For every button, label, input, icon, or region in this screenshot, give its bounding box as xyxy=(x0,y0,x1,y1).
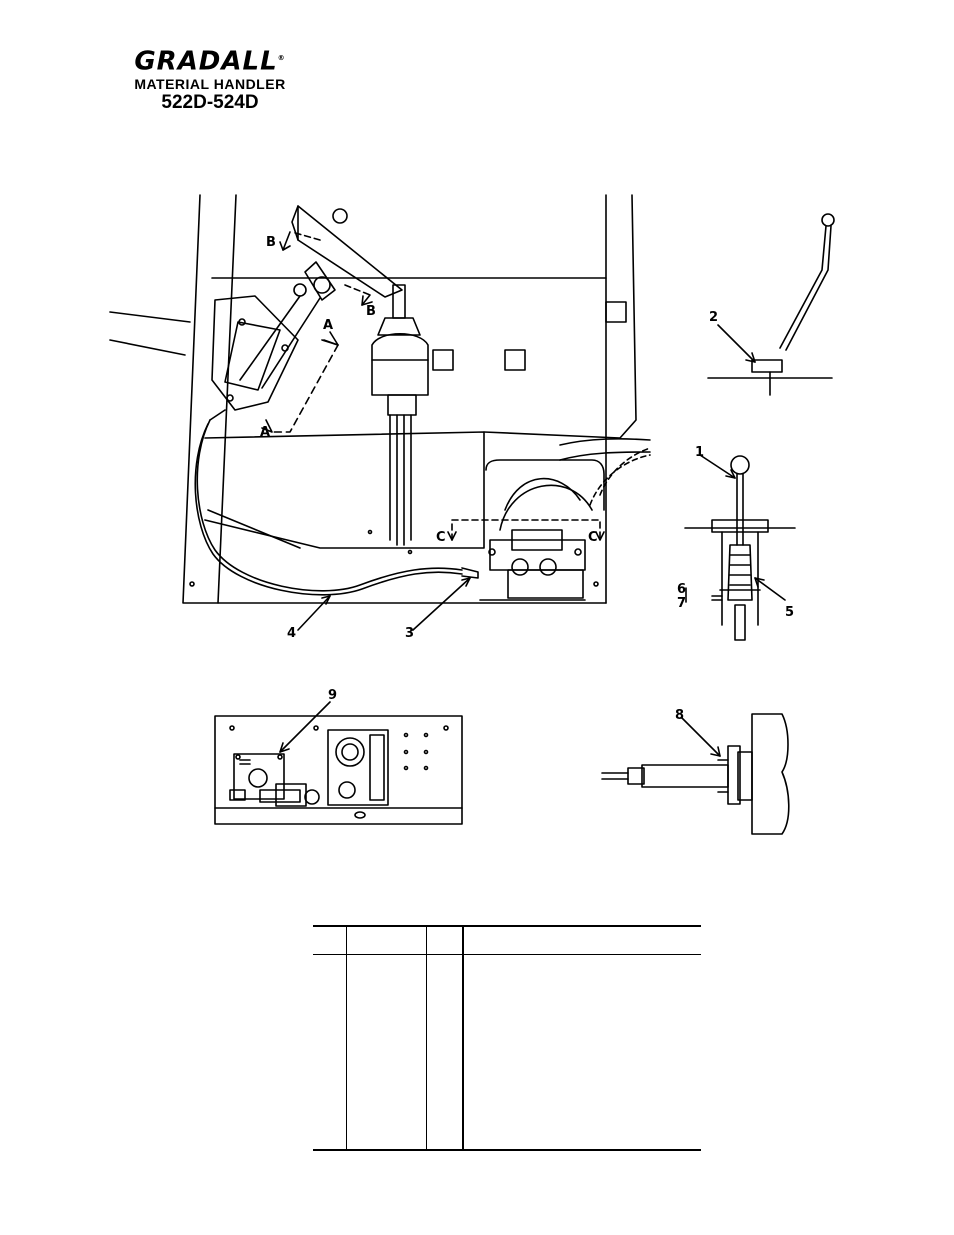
parts-table xyxy=(313,925,701,1151)
joystick-detail-view xyxy=(684,454,796,641)
section-label-c-right: C xyxy=(588,530,598,545)
parts-table-header-rule xyxy=(313,954,701,955)
section-label-b-lower: B xyxy=(366,304,376,319)
lever-detail-view xyxy=(707,213,835,396)
cab-main-view xyxy=(109,194,651,631)
callout-7: 7 xyxy=(677,596,687,611)
callout-9: 9 xyxy=(328,688,338,703)
section-label-a-upper: A xyxy=(323,318,334,333)
switch-detail-view xyxy=(601,713,790,835)
section-label-c-left: C xyxy=(436,530,446,545)
parts-table-column-divider xyxy=(346,927,347,1149)
switch-panel-view xyxy=(214,701,463,825)
document-header: GRADALL® MATERIAL HANDLER 522D-524D xyxy=(110,44,310,114)
brand-logo: GRADALL® xyxy=(134,46,286,77)
callout-3: 3 xyxy=(405,626,415,641)
section-label-a-lower: A xyxy=(260,425,271,440)
callout-1: 1 xyxy=(695,445,705,460)
model-number: 522D-524D xyxy=(161,91,259,113)
callout-4: 4 xyxy=(287,626,297,641)
parts-table-column-divider xyxy=(426,927,427,1149)
parts-table-column-divider xyxy=(462,927,464,1149)
section-label-b-upper: B xyxy=(266,235,276,250)
document-subtitle: MATERIAL HANDLER xyxy=(134,75,286,92)
callout-8: 8 xyxy=(675,708,685,723)
callout-5: 5 xyxy=(785,605,795,620)
callout-2: 2 xyxy=(709,310,719,325)
callout-6: 6 xyxy=(677,582,687,597)
